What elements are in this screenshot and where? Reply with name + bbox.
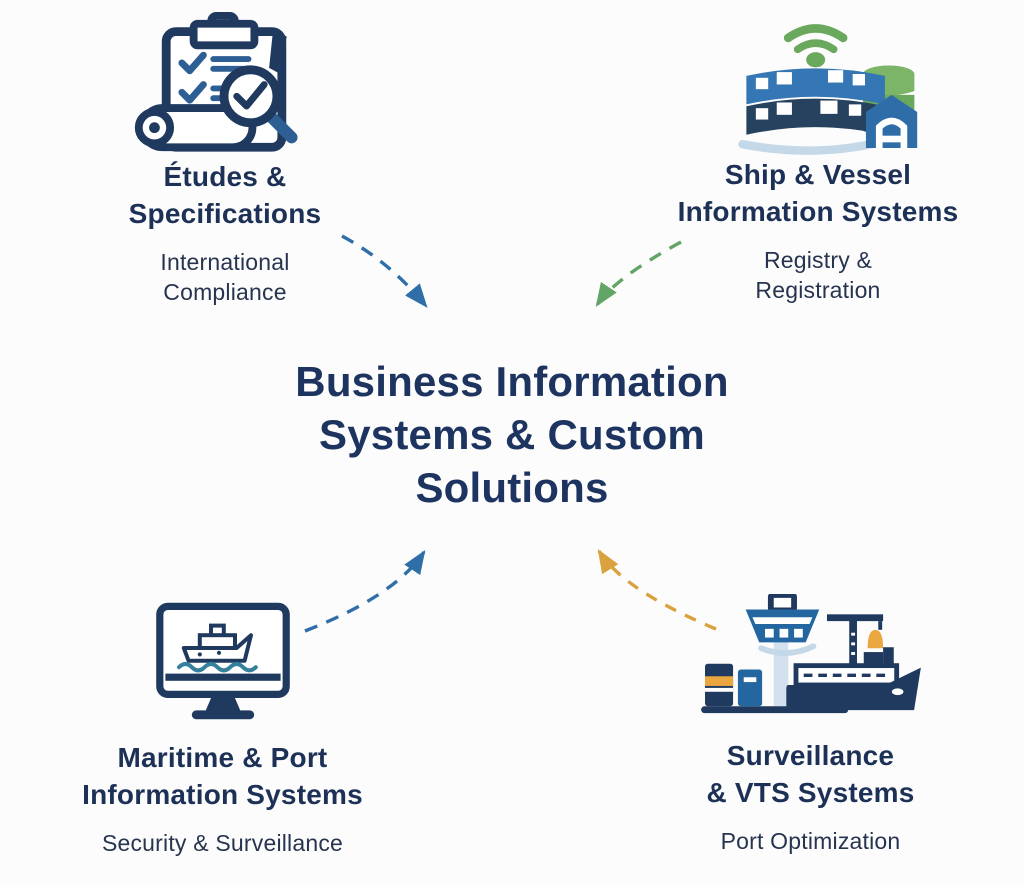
blueprint-roll xyxy=(134,104,257,152)
quadrant-etudes-specifications: Études & Specifications International Co… xyxy=(40,12,410,308)
title-line: Ship & Vessel xyxy=(724,159,912,190)
center-title-line: Business Information xyxy=(295,358,729,405)
title-line: Information Systems xyxy=(82,778,363,810)
control-tower xyxy=(745,594,819,707)
ship-on-screen xyxy=(176,623,258,673)
clipboard-checklist-magnifier-icon xyxy=(134,12,298,152)
subtitle-line: Security & Surveillance xyxy=(101,829,344,856)
curved-building xyxy=(745,68,885,135)
port-control-tower-vessel-icon xyxy=(700,594,921,714)
quay-baseline xyxy=(700,706,848,714)
harbor-house xyxy=(865,94,917,149)
quadrant-subtitle: Port Optimization xyxy=(721,827,901,857)
title-line: Information Systems xyxy=(677,195,959,227)
subtitle-line: International xyxy=(160,248,290,275)
subtitle-line: Registry & xyxy=(763,246,873,273)
title-line: Surveillance xyxy=(726,740,895,771)
vessel xyxy=(785,647,921,711)
quadrant-surveillance-vts: Surveillance & VTS Systems Port Optimiza… xyxy=(618,594,1003,857)
quadrant-subtitle: Registry & Registration xyxy=(755,246,880,306)
vessel-registry-building-database-icon xyxy=(737,24,917,155)
quadrant-title: Ship & Vessel Information Systems xyxy=(678,157,959,231)
central-hub-title: Business Information Systems & Custom So… xyxy=(242,356,782,515)
title-line: Specifications xyxy=(128,197,322,229)
quadrant-title: Études & Specifications xyxy=(129,159,322,233)
subtitle-line: Port Optimization xyxy=(720,827,901,854)
center-title-line: Solutions xyxy=(415,463,609,511)
wifi-icon xyxy=(783,24,847,68)
subtitle-line: Registration xyxy=(755,276,881,303)
monitor xyxy=(155,602,290,720)
quadrant-maritime-port-information: Maritime & Port Information Systems Secu… xyxy=(30,600,415,859)
title-line: Études & xyxy=(163,161,287,192)
magnifier-check xyxy=(219,65,298,144)
subtitle-line: Compliance xyxy=(163,278,287,305)
quadrant-title: Surveillance & VTS Systems xyxy=(706,738,914,812)
title-line: & VTS Systems xyxy=(706,776,915,808)
quadrant-title: Maritime & Port Information Systems xyxy=(82,740,363,814)
center-title-line: Systems & Custom xyxy=(319,410,705,458)
title-line: Maritime & Port xyxy=(117,742,328,773)
quadrant-ship-vessel-information: Ship & Vessel Information Systems Regist… xyxy=(628,10,1008,306)
crane-and-buoy xyxy=(826,614,883,678)
cargo-barrels xyxy=(704,663,762,707)
quadrant-subtitle: Security & Surveillance xyxy=(102,829,343,859)
maritime-monitor-ship-icon xyxy=(155,602,290,720)
quadrant-subtitle: International Compliance xyxy=(160,248,289,308)
